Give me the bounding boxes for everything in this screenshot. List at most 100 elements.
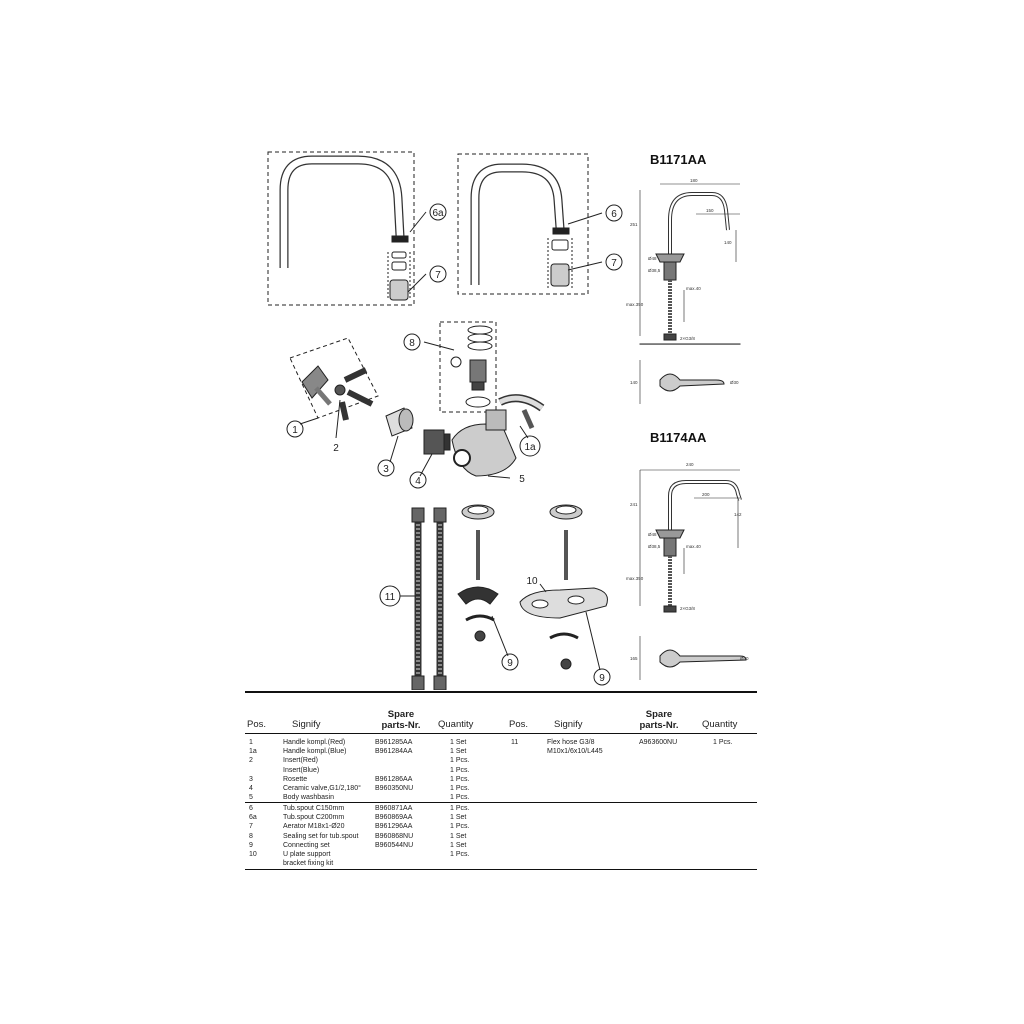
dim-label: Ø48 bbox=[648, 256, 657, 261]
cell: 1 Pcs. bbox=[450, 766, 470, 774]
dim-label: 165 bbox=[630, 656, 638, 661]
cell: Insert(Red) bbox=[283, 757, 319, 765]
cell: B961284AA bbox=[375, 748, 413, 756]
callout-9: 9 bbox=[507, 658, 513, 669]
callout-9-b: 9 bbox=[599, 673, 605, 684]
callout-4: 4 bbox=[415, 476, 421, 487]
header-signify: Signify bbox=[292, 719, 321, 730]
header-spare-parts: Spare parts-Nr. bbox=[373, 709, 429, 731]
cell: M10x1/6x10/L445 bbox=[547, 748, 603, 756]
cell bbox=[375, 850, 413, 859]
cell: Flex hose G3/8 bbox=[547, 739, 595, 746]
b1174aa-dimension-drawing bbox=[639, 469, 747, 680]
model-code-b1171aa: B1171AA bbox=[650, 152, 707, 167]
header-quantity: Quantity bbox=[438, 719, 474, 730]
dim-label: 251 bbox=[630, 222, 638, 227]
cell bbox=[375, 766, 413, 775]
cell: 6 bbox=[249, 805, 253, 812]
dim-label: max.350 bbox=[626, 576, 644, 581]
callout-1: 1 bbox=[292, 425, 298, 436]
cell: A963600NU bbox=[639, 739, 678, 746]
callout-10: 10 bbox=[526, 576, 538, 587]
exploded-view-figure: 6a 7 6 7 8 1 2 3 4 1a 5 11 10 9 9 180 15… bbox=[267, 151, 749, 691]
dim-label: Ø38,5 bbox=[648, 268, 661, 273]
cell: Insert(Blue) bbox=[283, 766, 320, 774]
cell: 1a bbox=[249, 748, 257, 756]
cell: Sealing set for tub.spout bbox=[283, 832, 359, 840]
header-pos: Pos. bbox=[247, 719, 267, 730]
dim-label: Ø48 bbox=[648, 532, 657, 537]
model-code-b1174aa: B1174AA bbox=[650, 430, 707, 445]
cell: 11 bbox=[511, 739, 519, 746]
exploded-view-drawing: 6a 7 6 7 8 1 2 3 4 1a 5 11 10 9 9 180 15… bbox=[267, 151, 749, 691]
flex-hose-11 bbox=[411, 507, 447, 691]
cell: Handle kompl.(Red) bbox=[283, 739, 346, 746]
table-bottom-rule bbox=[245, 869, 757, 870]
col-qty-group2: 1 Pcs. 1 Set 1 Pcs. 1 Set 1 Set 1 Pcs. bbox=[450, 804, 469, 868]
cell: B960544NU bbox=[375, 841, 414, 849]
col-qty-group1: 1 Set 1 Set 1 Pcs. 1 Pcs. 1 Pcs. 1 Pcs. … bbox=[450, 738, 469, 802]
cell: bracket fixing kit bbox=[283, 860, 334, 868]
cell: 1 Pcs. bbox=[450, 775, 470, 783]
col-qty-right: 1 Pcs. bbox=[713, 738, 732, 747]
cell: 1 Pcs. bbox=[450, 785, 470, 793]
col-pos-group2: 6 6a 7 8 9 10 bbox=[249, 804, 257, 868]
cell: 1 Pcs. bbox=[450, 823, 470, 831]
cell bbox=[249, 766, 257, 775]
dim-label: 180 bbox=[690, 178, 698, 183]
col-spare-right: A963600NU bbox=[639, 738, 677, 747]
cell: 8 bbox=[249, 832, 253, 840]
cell: Handle kompl.(Blue) bbox=[283, 748, 347, 756]
cell bbox=[375, 859, 413, 868]
col-spare-group2: B960871AA B960869AA B961296AA B960868NU … bbox=[375, 804, 413, 868]
callout-7-b: 7 bbox=[611, 258, 617, 269]
callout-11: 11 bbox=[385, 592, 396, 603]
col-spare-group1: B961285AA B961284AA B961286AA B960350NU bbox=[375, 738, 413, 802]
cell: 7 bbox=[249, 823, 253, 831]
table-top-rule bbox=[245, 691, 757, 693]
cell: 4 bbox=[249, 785, 253, 793]
dim-label: max.350 bbox=[626, 302, 644, 307]
col-pos-right: 11 bbox=[511, 738, 518, 747]
col-signify-group1: Handle kompl.(Red) Handle kompl.(Blue) I… bbox=[283, 738, 361, 802]
cell: 6a bbox=[249, 814, 257, 822]
callout-6a: 6a bbox=[432, 208, 444, 219]
cell: 1 Set bbox=[450, 841, 467, 849]
cell: B961296AA bbox=[375, 823, 413, 831]
cell bbox=[450, 859, 469, 868]
cell: 1 Set bbox=[450, 832, 467, 840]
callout-6: 6 bbox=[611, 209, 617, 220]
cell: Connecting set bbox=[283, 841, 330, 849]
cell: B960869AA bbox=[375, 814, 413, 822]
callout-7: 7 bbox=[435, 270, 441, 281]
dim-label: max.40 bbox=[686, 286, 701, 291]
cell: 10 bbox=[249, 851, 257, 859]
group-divider bbox=[245, 802, 757, 803]
cell: Body washbasin bbox=[283, 794, 334, 802]
col-signify-group2: Tub.spout C150mm Tub.spout C200mm Aerato… bbox=[283, 804, 359, 868]
cell: Tub.spout C200mm bbox=[283, 814, 345, 822]
header-spare-parts-right: Spare parts-Nr. bbox=[631, 709, 687, 731]
cell: 3 bbox=[249, 775, 253, 783]
header-spare-line2: parts-Nr. bbox=[381, 720, 421, 731]
header-signify-right: Signify bbox=[554, 719, 583, 730]
col-signify-right: Flex hose G3/8 M10x1/6x10/L445 bbox=[547, 738, 603, 756]
cell: B961286AA bbox=[375, 775, 413, 783]
header-spare-line1-right: Spare bbox=[645, 709, 673, 720]
cell: U plate support bbox=[283, 851, 331, 859]
cell: Aerator M18x1-Ø20 bbox=[283, 823, 345, 831]
callout-3: 3 bbox=[383, 464, 389, 475]
header-spare-line2-right: parts-Nr. bbox=[639, 720, 679, 731]
dim-label: 241 bbox=[630, 502, 638, 507]
header-rule bbox=[245, 733, 757, 734]
header-pos-right: Pos. bbox=[509, 719, 529, 730]
cell: B960871AA bbox=[375, 805, 413, 812]
dim-label: 140 bbox=[724, 240, 732, 245]
callout-8: 8 bbox=[409, 338, 415, 349]
cell: 2 bbox=[249, 757, 253, 765]
cell: B960350NU bbox=[375, 785, 414, 793]
cell: 1 Pcs. bbox=[713, 739, 733, 746]
dim-label: 150 bbox=[706, 208, 714, 213]
spout-6a-group-box bbox=[267, 151, 415, 306]
cell: 1 Set bbox=[450, 814, 467, 822]
